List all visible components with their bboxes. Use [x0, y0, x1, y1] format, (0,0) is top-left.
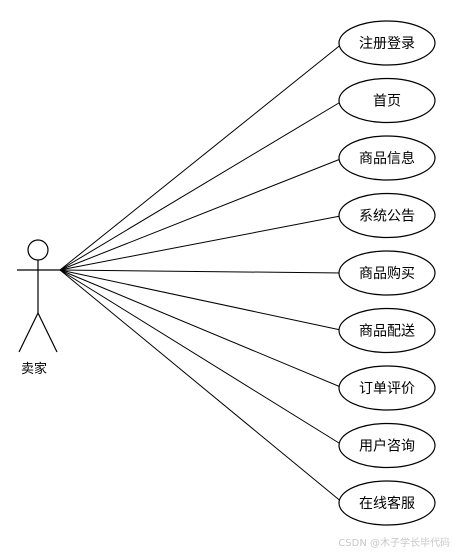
use-case: 订单评价: [338, 365, 436, 411]
watermark: CSDN @木子学长毕代码: [338, 538, 450, 549]
use-case-ellipse: [338, 365, 436, 411]
use-case-label: 订单评价: [359, 381, 415, 397]
association-line: [59, 269, 344, 331]
actor-left-leg: [18, 312, 39, 353]
use-case-label: 用户咨询: [359, 438, 415, 455]
use-case: 商品信息: [338, 135, 436, 181]
use-case-ellipse: [338, 307, 436, 354]
use-case: 商品配送: [338, 307, 436, 354]
association-line: [59, 269, 344, 389]
use-case-label: 商品购买: [359, 266, 415, 282]
use-case-label: 在线客服: [359, 495, 415, 512]
use-case: 首页: [338, 77, 436, 124]
use-case: 商品购买: [338, 250, 436, 296]
association-line: [59, 269, 344, 504]
use-case-ellipse: [338, 480, 436, 526]
actor-head: [27, 239, 49, 261]
use-case-label: 商品配送: [359, 324, 415, 340]
use-case-label: 商品信息: [359, 150, 415, 167]
use-case-ellipse: [338, 422, 436, 469]
association-line: [59, 42, 344, 271]
use-case-ellipse: [338, 20, 436, 66]
use-case: 注册登录: [338, 20, 436, 66]
use-case-label: 首页: [373, 94, 401, 110]
actor-name: 卖家: [20, 362, 47, 377]
actor-figure: [17, 239, 60, 353]
association-line: [59, 100, 344, 271]
use-case: 用户咨询: [338, 422, 436, 469]
association-line: [59, 215, 344, 271]
use-case-ellipse: [338, 250, 436, 296]
use-case-ellipse: [338, 135, 436, 181]
use-case-label: 系统公告: [359, 209, 415, 225]
use-case-label: 注册登录: [359, 36, 415, 52]
association-line: [59, 269, 344, 274]
use-case: 在线客服: [338, 480, 436, 526]
use-case-ellipse: [338, 192, 436, 239]
use-case-ellipse: [338, 77, 436, 124]
association-line: [59, 269, 344, 446]
association-line: [59, 157, 344, 271]
association-lines: [59, 42, 344, 504]
use-case: 系统公告: [338, 192, 436, 239]
actor-right-leg: [37, 312, 58, 353]
